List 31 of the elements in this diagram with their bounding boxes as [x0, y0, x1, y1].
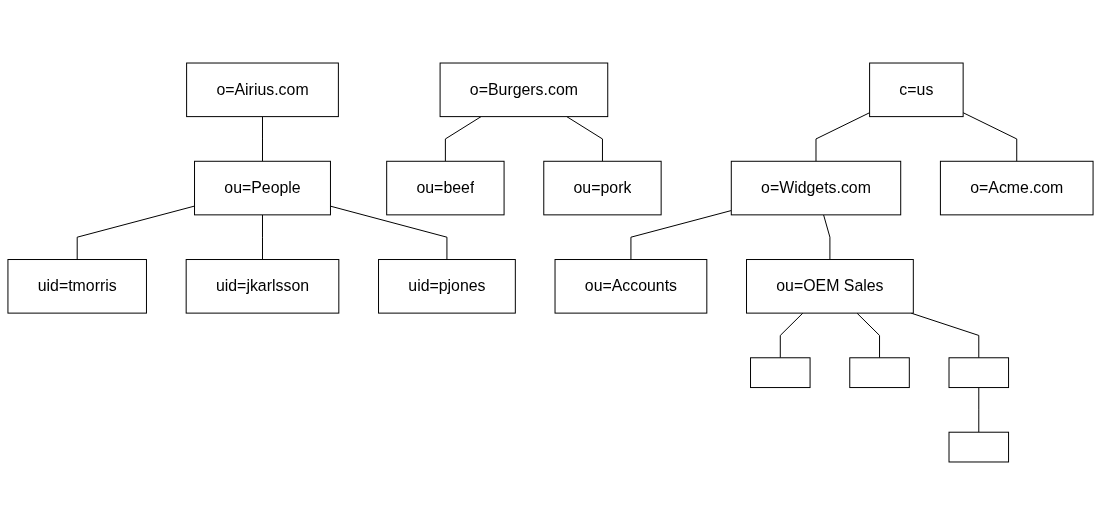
node-box: uid=jkarlsson: [185, 259, 340, 314]
node-box: o=Burgers.com: [439, 62, 609, 118]
connector: [76, 205, 196, 260]
connector: [856, 312, 881, 359]
node-box: [849, 357, 910, 389]
node-box: c=us: [869, 62, 964, 118]
node-box: ou=pork: [543, 160, 662, 216]
connector: [630, 210, 732, 260]
node-box: uid=pjones: [378, 259, 516, 314]
node-box: ou=Accounts: [554, 259, 708, 314]
node-box: [750, 357, 811, 389]
node-box: [948, 431, 1010, 463]
connector: [779, 312, 804, 359]
connector: [962, 112, 1018, 162]
node-box: o=Airius.com: [186, 62, 339, 118]
connector: [444, 116, 482, 162]
node-box: [948, 357, 1010, 389]
node-box: ou=OEM Sales: [746, 259, 914, 314]
connector: [823, 214, 831, 260]
connector: [262, 116, 263, 162]
connector: [910, 312, 980, 359]
node-box: ou=People: [194, 160, 331, 216]
connector: [329, 205, 448, 260]
connector: [815, 112, 871, 162]
connector: [978, 387, 980, 433]
connector: [566, 116, 603, 162]
connector: [262, 214, 263, 260]
node-box: ou=beef: [386, 160, 505, 216]
node-box: uid=tmorris: [7, 259, 147, 314]
node-box: o=Widgets.com: [730, 160, 902, 216]
node-box: o=Acme.com: [939, 160, 1094, 216]
